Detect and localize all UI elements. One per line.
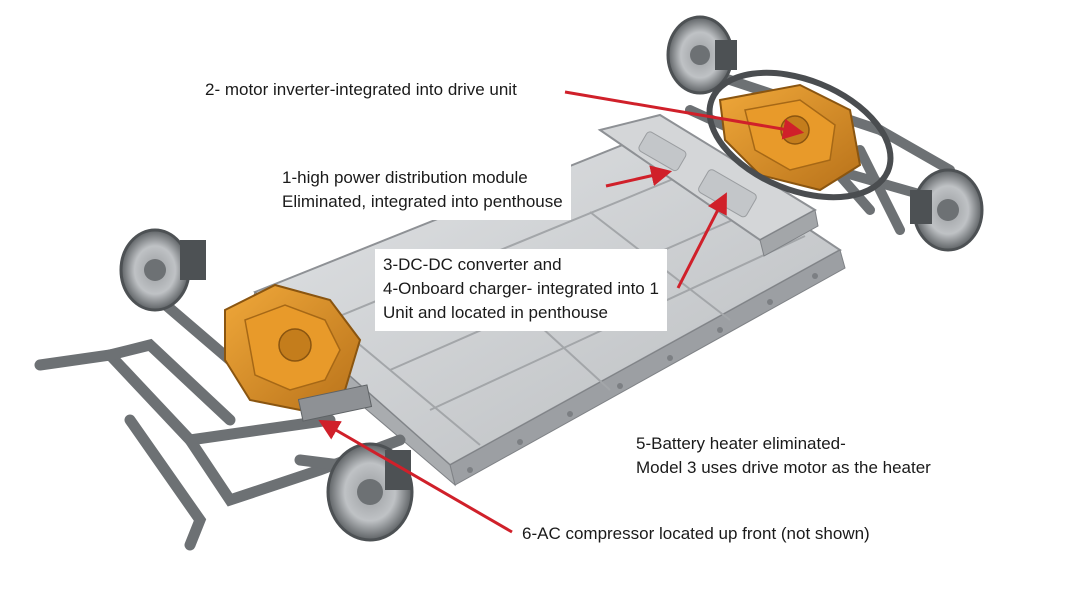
label-dcdc-charger-line1: 3-DC-DC converter and [383,255,562,274]
label-motor-inverter: 2- motor inverter-integrated into drive … [205,80,517,99]
label-dcdc-charger-line2: 4-Onboard charger- integrated into 1 [383,279,659,298]
label-dcdc-charger-line3: Unit and located in penthouse [383,303,608,322]
label-battery-heater-line2: Model 3 uses drive motor as the heater [636,458,931,477]
front-drive-unit [224,283,373,422]
label-distribution-module-line2: Eliminated, integrated into penthouse [282,192,563,211]
label-distribution-module-line1: 1-high power distribution module [282,168,528,187]
front-right-brake-disc [326,442,414,542]
front-left-brake-disc [119,228,206,312]
label-dcdc-charger: 3-DC-DC converter and 4-Onboard charger-… [375,249,667,331]
penthouse [597,113,819,257]
callout-arrows [318,90,805,534]
rear-right-brake-disc [910,168,984,252]
arrow-dcdc-charger [676,192,727,289]
label-battery-heater: 5-Battery heater eliminated- Model 3 use… [636,432,931,480]
label-ac-compressor: 6-AC compressor located up front (not sh… [522,524,870,543]
label-battery-heater-line1: 5-Battery heater eliminated- [636,434,846,453]
rear-left-brake-disc [666,15,737,95]
arrow-motor-inverter [564,90,805,140]
label-distribution-module: 1-high power distribution module Elimina… [274,162,571,220]
arrow-distribution-module [605,165,673,188]
arrow-ac-compressor [318,419,513,534]
